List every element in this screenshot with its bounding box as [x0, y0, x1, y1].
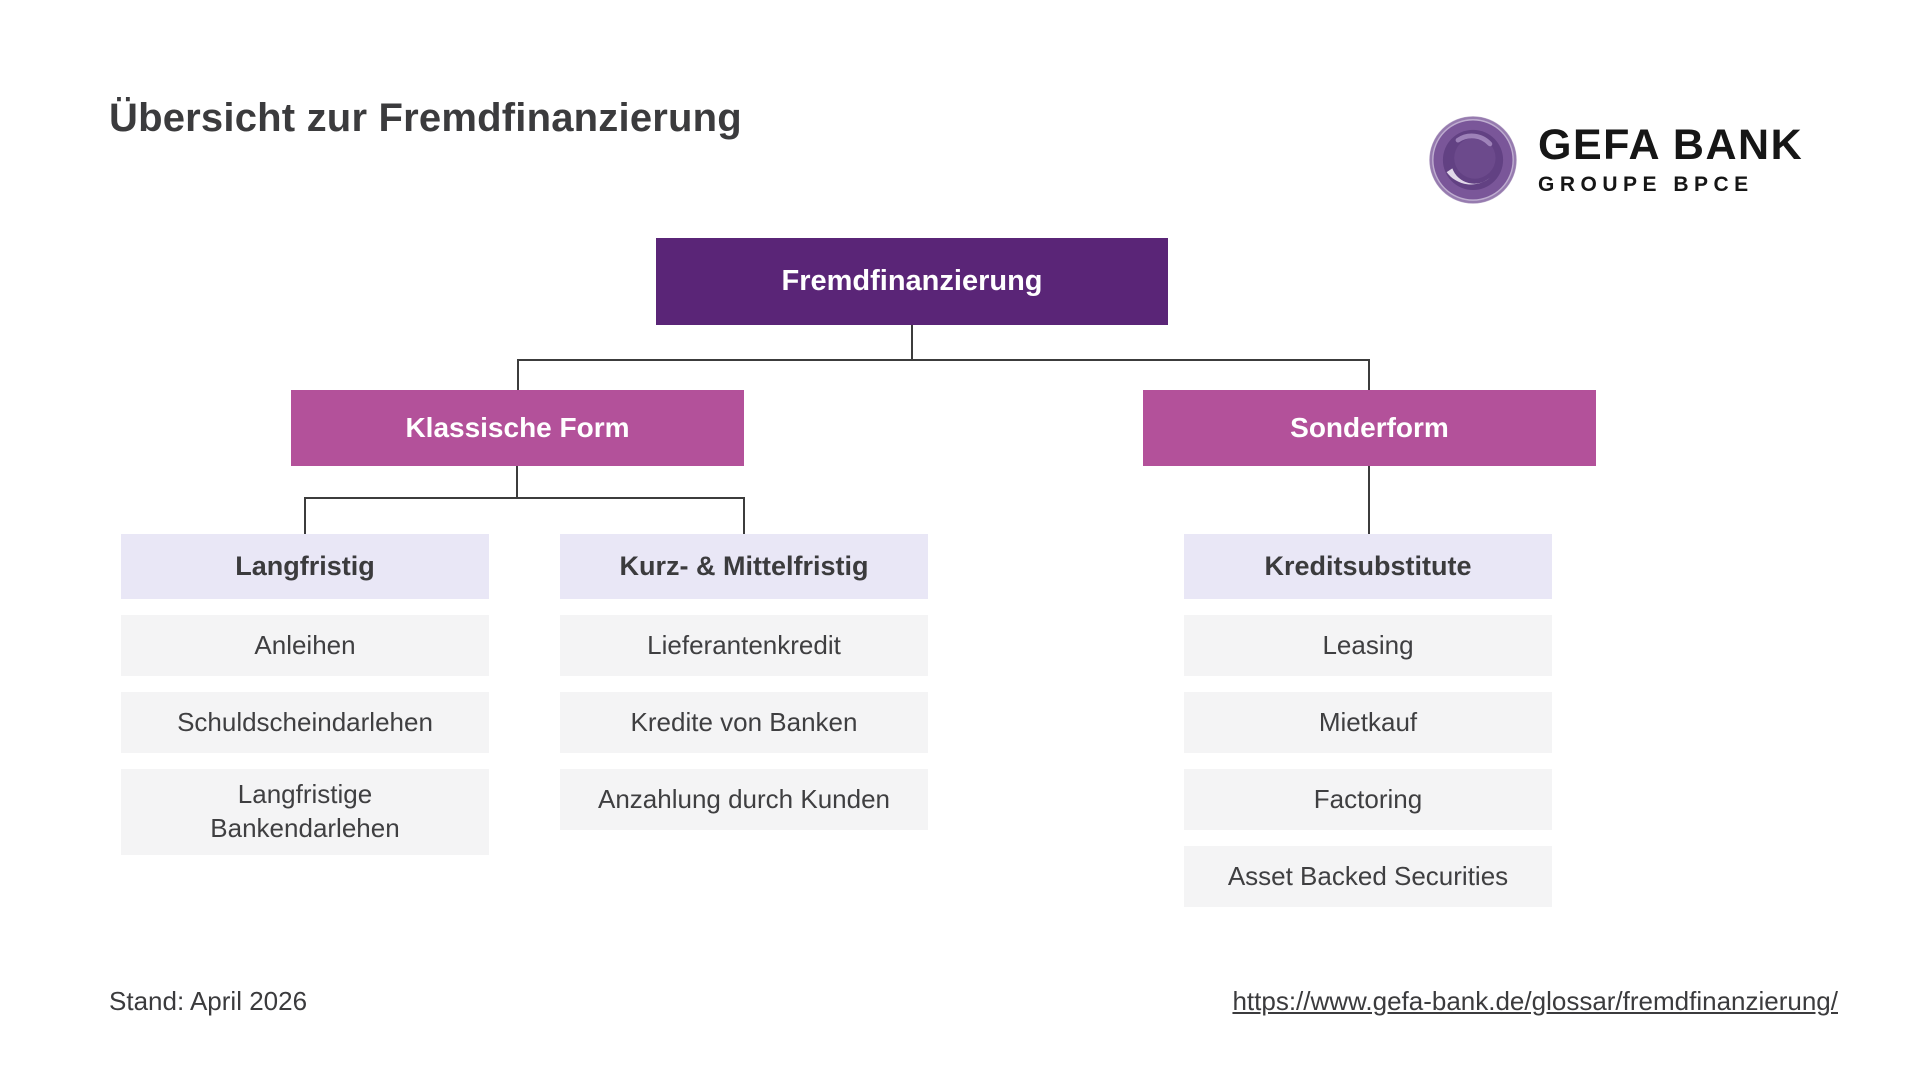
- gefa-bank-logo: GEFA BANK GROUPE BPCE: [1426, 112, 1803, 206]
- connector-root-bracket: [517, 359, 1370, 390]
- list-item: Lieferantenkredit: [560, 615, 928, 676]
- node-sonderform: Sonderform: [1143, 390, 1596, 466]
- logo-text: GEFA BANK GROUPE BPCE: [1538, 120, 1804, 196]
- group-header-langfristig: Langfristig: [121, 534, 489, 599]
- list-item: Langfristige Bankendarlehen: [121, 769, 489, 855]
- group-header-kurz-mittelfristig: Kurz- & Mittelfristig: [560, 534, 928, 599]
- list-item: Kredite von Banken: [560, 692, 928, 753]
- logo-group: GROUPE BPCE: [1538, 172, 1754, 196]
- connector-root-stub: [911, 325, 913, 359]
- node-fremdfinanzierung: Fremdfinanzierung: [656, 238, 1168, 325]
- column-kreditsubstitute: Kreditsubstitute Leasing Mietkauf Factor…: [1184, 534, 1552, 907]
- node-klassische-form: Klassische Form: [291, 390, 744, 466]
- connector-klassische-bracket: [304, 497, 745, 534]
- list-item: Asset Backed Securities: [1184, 846, 1552, 907]
- column-kurz-mittelfristig: Kurz- & Mittelfristig Lieferantenkredit …: [560, 534, 928, 830]
- painted-circle-icon: [1429, 116, 1517, 204]
- list-item: Leasing: [1184, 615, 1552, 676]
- list-item-label: Langfristige Bankendarlehen: [210, 779, 400, 843]
- logo-brand: GEFA BANK: [1538, 120, 1804, 169]
- column-langfristig: Langfristig Anleihen Schuldscheindarlehe…: [121, 534, 489, 855]
- list-item: Anzahlung durch Kunden: [560, 769, 928, 830]
- glossary-link[interactable]: https://www.gefa-bank.de/glossar/fremdfi…: [1232, 986, 1838, 1016]
- connector-sonderform-line: [1368, 466, 1370, 534]
- list-item: Schuldscheindarlehen: [121, 692, 489, 753]
- page-title: Übersicht zur Fremdfinanzierung: [109, 96, 742, 140]
- connector-klassische-stub: [516, 466, 518, 497]
- list-item: Mietkauf: [1184, 692, 1552, 753]
- list-item: Anleihen: [121, 615, 489, 676]
- list-item: Factoring: [1184, 769, 1552, 830]
- stand-date-label: Stand: April 2026: [109, 986, 308, 1016]
- group-header-kreditsubstitute: Kreditsubstitute: [1184, 534, 1552, 599]
